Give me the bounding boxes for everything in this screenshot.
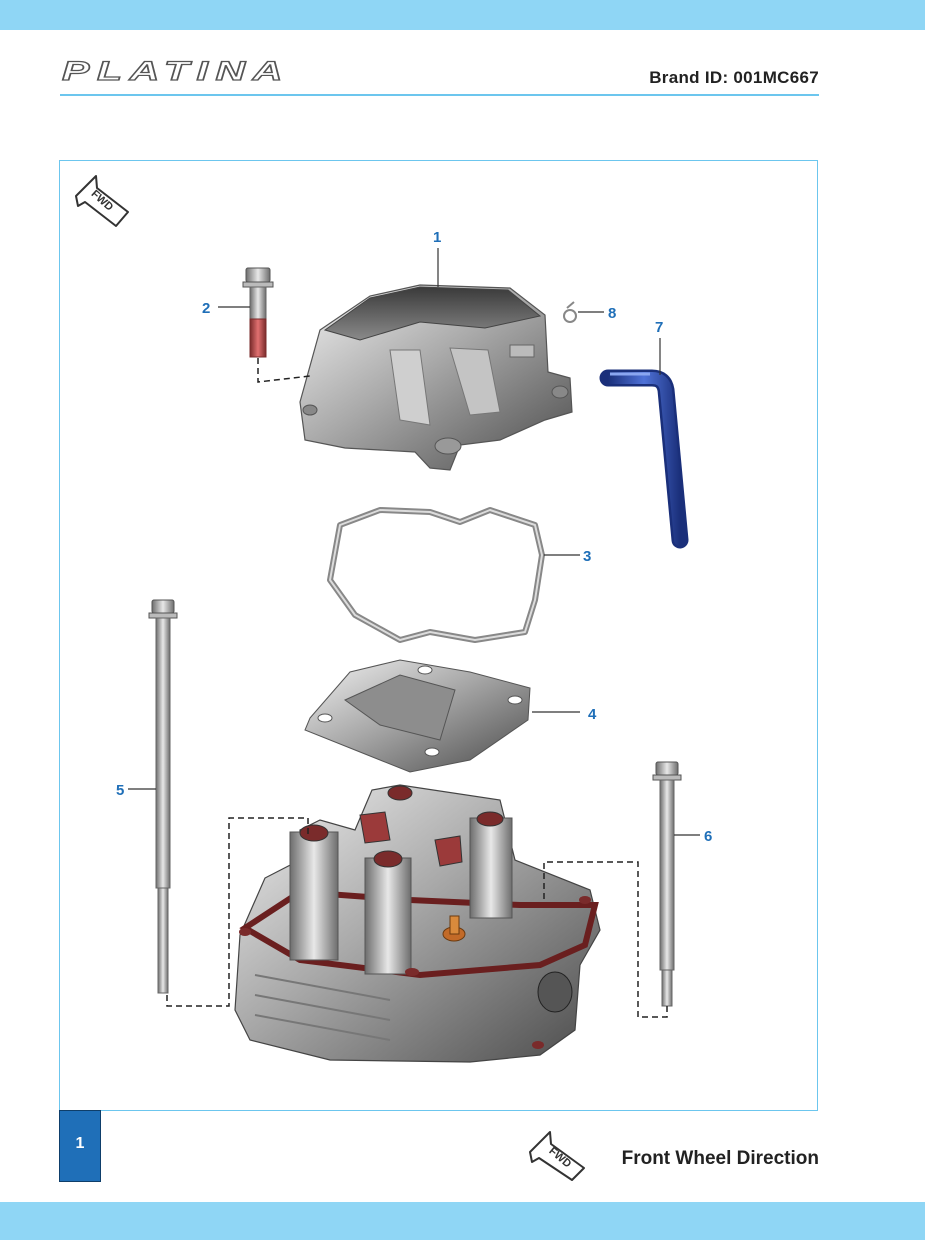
fwd-legend-icon: FWD	[529, 1131, 585, 1181]
fwd-arrow-icon: FWD	[75, 175, 129, 227]
header-rule	[60, 94, 819, 96]
platina-logo: PLATINA	[61, 56, 290, 86]
part-cover-plate	[304, 659, 531, 773]
front-wheel-direction-label: Front Wheel Direction	[621, 1148, 819, 1169]
page-number: 1	[75, 1135, 85, 1152]
part-short-stud	[652, 761, 682, 1007]
callout-7: 7	[655, 319, 663, 336]
callout-3: 3	[583, 548, 591, 565]
callout-6: 6	[704, 828, 712, 845]
bottom-accent-bar	[0, 1202, 925, 1240]
part-cover-gasket	[327, 507, 545, 643]
brand-id: Brand ID: 001MC667	[649, 68, 819, 87]
logo-wordmark: PLATINA	[62, 56, 290, 86]
callout-4: 4	[588, 706, 597, 723]
callout-5: 5	[116, 782, 124, 799]
diagram-frame	[59, 160, 818, 1111]
callout-labels: 1 2 3 4 5 6 7 8	[116, 229, 712, 845]
page-number-box	[59, 1110, 101, 1182]
callout-2: 2	[202, 300, 210, 317]
part-hose-clip	[563, 301, 577, 323]
callout-8: 8	[608, 305, 616, 322]
assembly-guide-lines	[166, 358, 668, 1018]
part-breather-hose	[599, 369, 689, 549]
callout-1: 1	[433, 229, 441, 246]
callout-leaders	[128, 248, 700, 836]
part-head-cover	[299, 284, 573, 471]
top-accent-bar	[0, 0, 925, 30]
part-long-stud	[148, 599, 178, 994]
part-bolt-cover	[242, 267, 274, 358]
part-cylinder-head	[234, 784, 601, 1063]
